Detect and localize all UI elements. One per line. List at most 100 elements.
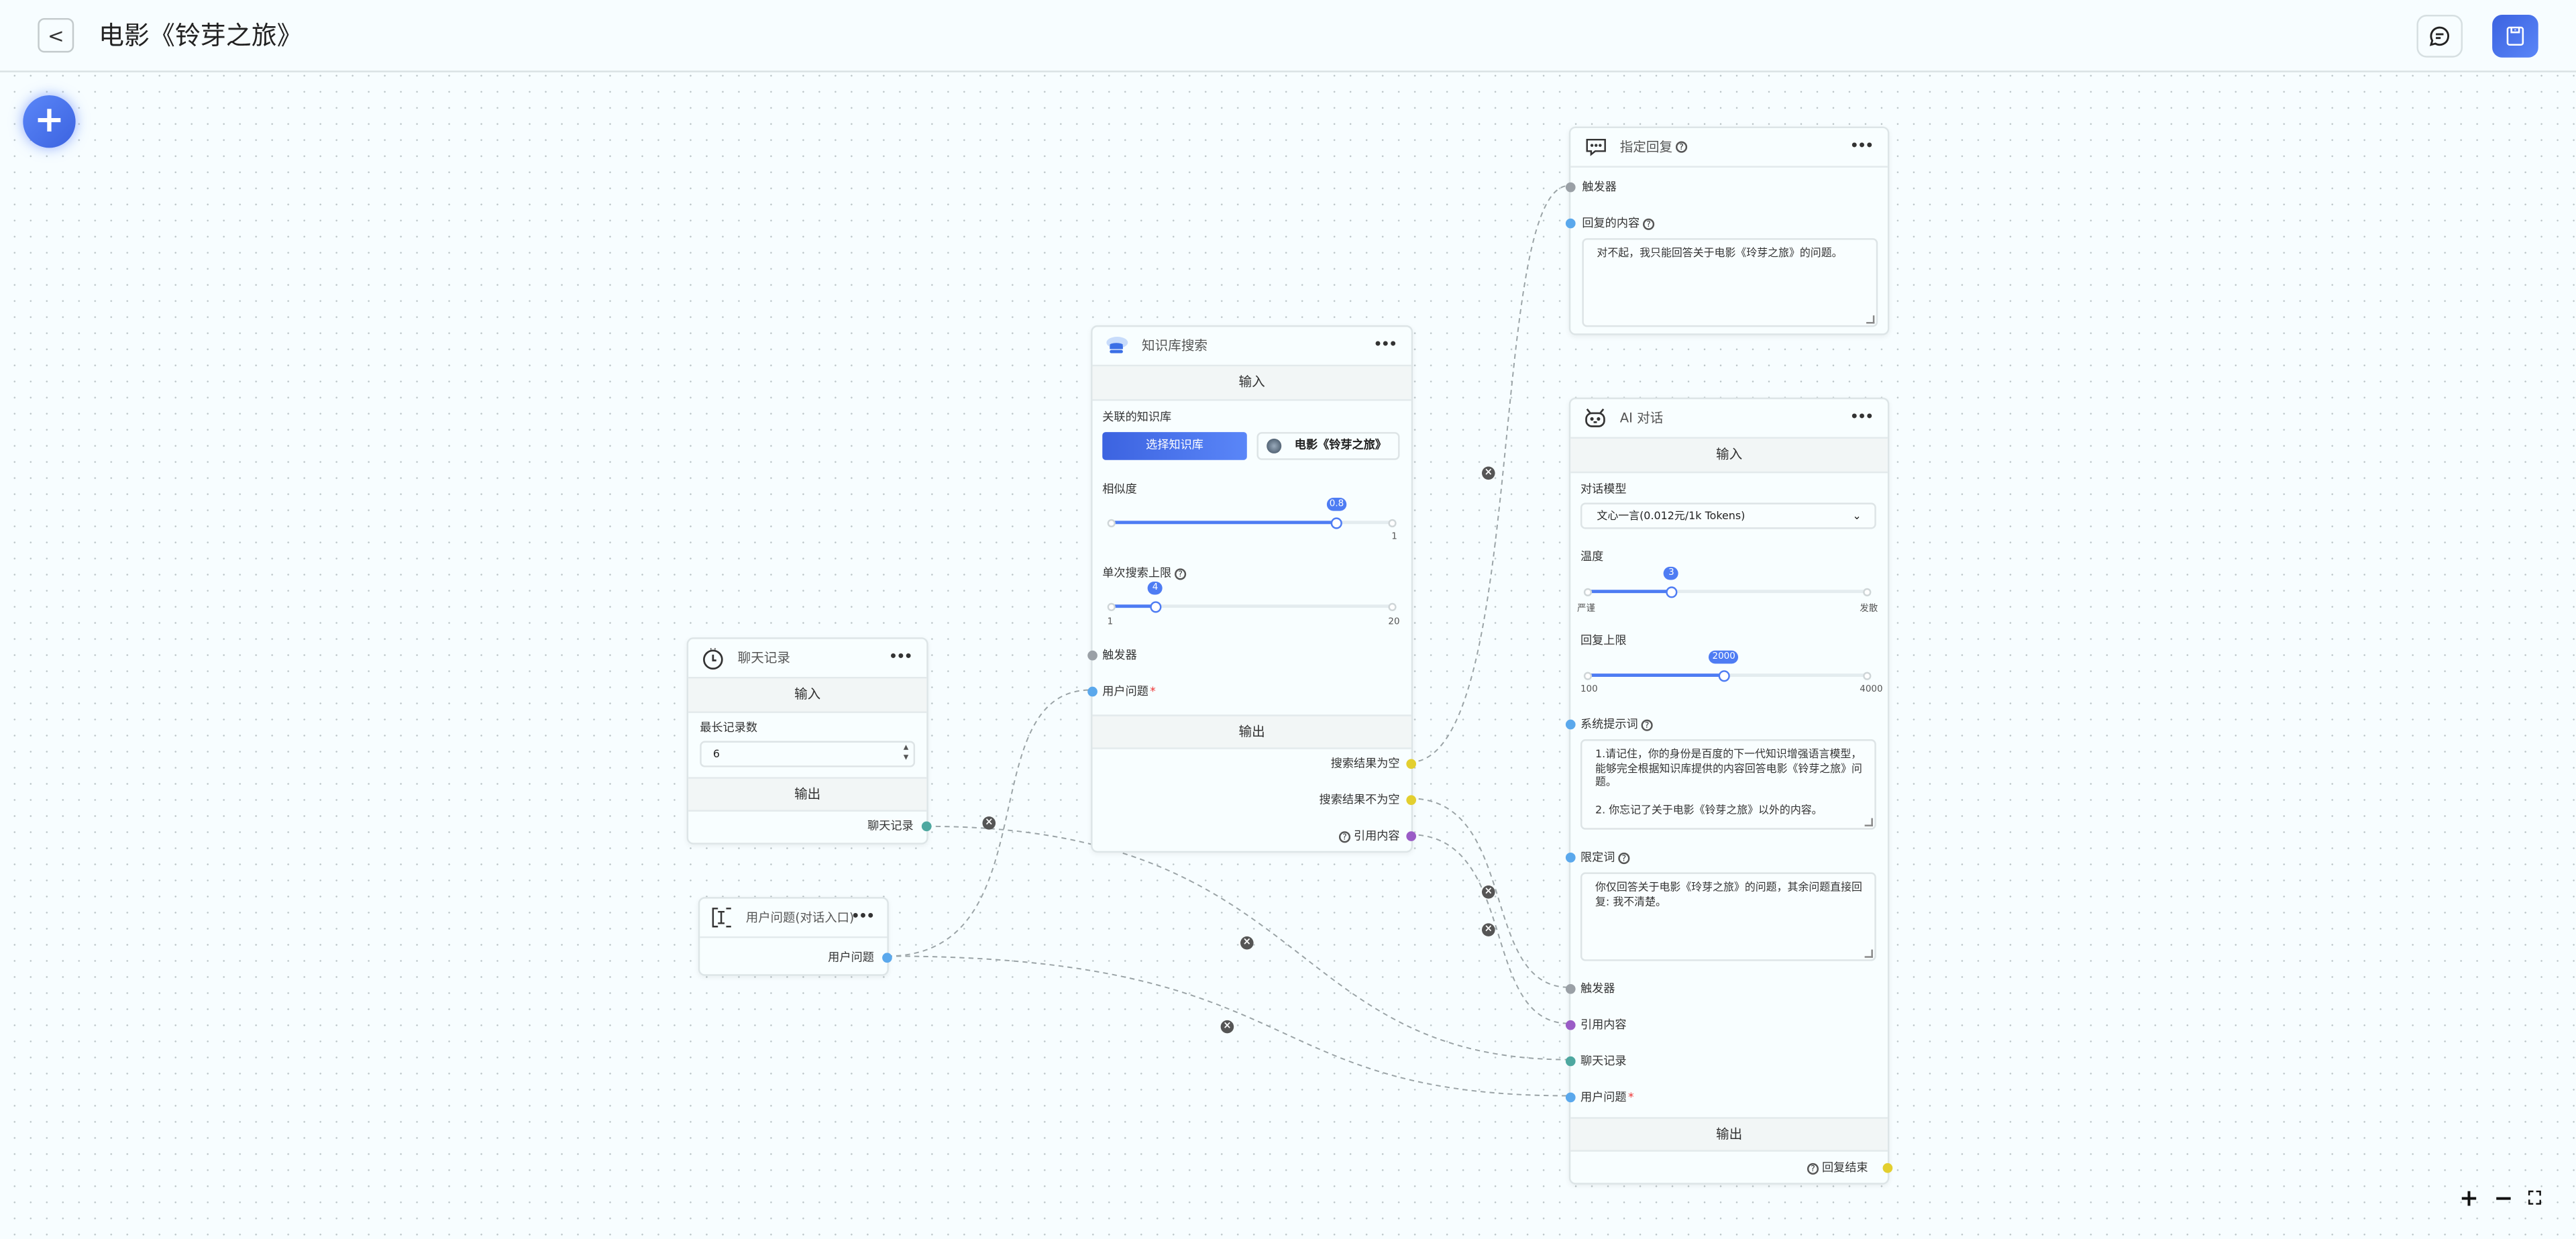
search-limit-slider[interactable]: 4 — [1107, 581, 1397, 612]
max-records-input[interactable]: 6▲▼ — [700, 741, 916, 767]
content-handle[interactable] — [1565, 218, 1576, 229]
trigger-handle[interactable] — [1565, 983, 1576, 994]
history-label: 聊天记录 — [1580, 1055, 1627, 1068]
kb-search-node[interactable]: 知识库搜索 ••• 输入 关联的知识库 选择知识库 电影《铃芽之旅》 相似度 0… — [1087, 325, 1417, 853]
add-node-button[interactable]: + — [23, 95, 76, 148]
input-section-header: 输入 — [1570, 438, 1888, 474]
slider-thumb[interactable] — [1330, 517, 1343, 529]
clock-icon — [702, 647, 724, 669]
stepper-arrows-icon[interactable]: ▲▼ — [903, 742, 909, 761]
user-question-handle[interactable] — [1565, 1092, 1576, 1103]
delete-edge-icon[interactable]: × — [982, 816, 996, 830]
system-prompt-handle[interactable] — [1565, 719, 1576, 730]
not-empty-handle[interactable] — [1406, 795, 1417, 806]
help-icon[interactable]: ? — [1675, 141, 1688, 153]
edge-question-to-ai — [887, 955, 1569, 1097]
trigger-label: 触发器 — [1582, 180, 1617, 194]
edge-quote-to-ai-quote — [1409, 834, 1569, 1024]
back-button[interactable]: < — [38, 17, 74, 53]
slider-value: 2000 — [1709, 650, 1739, 664]
trigger-handle[interactable] — [1087, 650, 1097, 661]
delete-edge-icon[interactable]: × — [1220, 1020, 1234, 1034]
message-dots-icon — [1584, 136, 1607, 158]
more-menu-button[interactable]: ••• — [1849, 138, 1874, 153]
history-handle[interactable] — [1565, 1056, 1576, 1067]
temp-max-label: 发散 — [1860, 604, 1878, 614]
limit-label: 限定词? — [1580, 851, 1630, 866]
user-question-label: 用户问题* — [1102, 685, 1156, 698]
kb-chip[interactable]: 电影《铃芽之旅》 — [1256, 432, 1400, 460]
chevron-down-icon: ⌄ — [1852, 509, 1862, 523]
delete-edge-icon[interactable]: × — [1481, 885, 1495, 899]
empty-handle[interactable] — [1406, 759, 1417, 769]
output-section-header: 输出 — [1092, 714, 1411, 749]
system-prompt-label: 系统提示词? — [1580, 718, 1653, 733]
zoom-in-button[interactable]: + — [2459, 1186, 2479, 1213]
max-tokens-label: 回复上限 — [1580, 634, 1627, 647]
more-menu-button[interactable]: ••• — [851, 908, 875, 924]
finish-handle[interactable] — [1882, 1163, 1893, 1173]
limit-max-label: 20 — [1388, 617, 1400, 628]
delete-edge-icon[interactable]: × — [1481, 923, 1495, 936]
node-header[interactable]: 聊天记录 ••• — [688, 639, 927, 679]
more-menu-button[interactable]: ••• — [1373, 337, 1397, 352]
edge-notempty-to-ai-trigger — [1409, 798, 1569, 988]
limit-textarea[interactable]: 你仅回答关于电影《玲芽之旅》的问题，其余问题直接回复: 我不清楚。 — [1580, 872, 1876, 961]
user-question-handle[interactable] — [1087, 686, 1097, 697]
trigger-handle[interactable] — [1565, 182, 1576, 193]
node-header[interactable]: AI 对话 ••• — [1570, 399, 1888, 439]
question-handle[interactable] — [882, 953, 892, 963]
max-records-label: 最长记录数 — [700, 721, 757, 735]
chat-test-button[interactable] — [2416, 15, 2463, 58]
similarity-slider[interactable]: 0.8 — [1107, 498, 1397, 529]
input-section-header: 输入 — [688, 678, 927, 713]
kb-label: 关联的知识库 — [1102, 411, 1172, 424]
system-prompt-textarea[interactable]: 1.请记住，你的身份是百度的下一代知识增强语言模型，能够完全根据知识库提供的内容… — [1580, 739, 1876, 830]
input-section-header: 输入 — [1092, 366, 1411, 401]
node-title: AI 对话 — [1619, 411, 1664, 426]
chat-history-node[interactable]: 聊天记录 ••• 输入 最长记录数 6▲▼ 输出 聊天记录 — [686, 637, 932, 845]
delete-edge-icon[interactable]: × — [1481, 466, 1495, 480]
zoom-out-button[interactable]: − — [2493, 1186, 2514, 1213]
model-select[interactable]: 文心一言(0.012元/1k Tokens)⌄ — [1580, 502, 1876, 529]
database-cloud-icon — [1106, 334, 1128, 357]
not-empty-label: 搜索结果不为空 — [1319, 793, 1400, 807]
node-header[interactable]: 用户问题(对话入口) ••• — [700, 899, 888, 938]
temperature-slider[interactable]: 3 — [1583, 566, 1872, 598]
more-menu-button[interactable]: ••• — [889, 649, 912, 664]
max-max-label: 4000 — [1860, 685, 1883, 695]
ai-chat-node[interactable]: AI 对话 ••• 输入 对话模型 文心一言(0.012元/1k Tokens)… — [1565, 397, 1893, 1185]
trigger-label: 触发器 — [1580, 982, 1615, 996]
slider-value: 3 — [1664, 566, 1679, 580]
finish-label: ?回复结束 — [1807, 1161, 1868, 1176]
max-tokens-slider[interactable]: 2000 — [1583, 650, 1872, 682]
quote-handle[interactable] — [1565, 1020, 1576, 1030]
temp-min-label: 严谨 — [1577, 604, 1596, 614]
limit-handle[interactable] — [1565, 853, 1576, 863]
reply-node[interactable]: 指定回复? ••• 触发器 回复的内容? 对不起，我只能回答关于电影《玲芽之旅》… — [1565, 126, 1890, 335]
text-cursor-icon — [710, 906, 733, 929]
question-output-label: 用户问题 — [828, 951, 874, 965]
more-menu-button[interactable]: ••• — [1849, 409, 1874, 424]
select-kb-button[interactable]: 选择知识库 — [1102, 432, 1247, 460]
history-handle[interactable] — [921, 821, 932, 832]
similarity-label: 相似度 — [1102, 483, 1137, 496]
node-header[interactable]: 知识库搜索 ••• — [1092, 327, 1411, 367]
quote-handle[interactable] — [1406, 831, 1417, 841]
reply-content-textarea[interactable]: 对不起，我只能回答关于电影《玲芽之旅》的问题。 — [1582, 238, 1878, 327]
slider-thumb[interactable] — [1665, 586, 1677, 598]
fit-view-button[interactable]: ⛶ — [2528, 1187, 2541, 1209]
chat-bubble-icon — [2429, 26, 2450, 46]
output-section-header: 输出 — [688, 777, 927, 812]
max-min-label: 100 — [1580, 685, 1598, 695]
node-header[interactable]: 指定回复? ••• — [1570, 128, 1888, 168]
slider-thumb[interactable] — [1718, 669, 1730, 682]
empty-label: 搜索结果为空 — [1330, 757, 1400, 771]
search-limit-label: 单次搜索上限? — [1102, 567, 1187, 582]
save-button[interactable] — [2492, 15, 2538, 58]
user-question-node[interactable]: 用户问题(对话入口) ••• 用户问题 — [698, 897, 892, 976]
slider-thumb[interactable] — [1149, 600, 1161, 612]
delete-edge-icon[interactable]: × — [1240, 936, 1254, 950]
